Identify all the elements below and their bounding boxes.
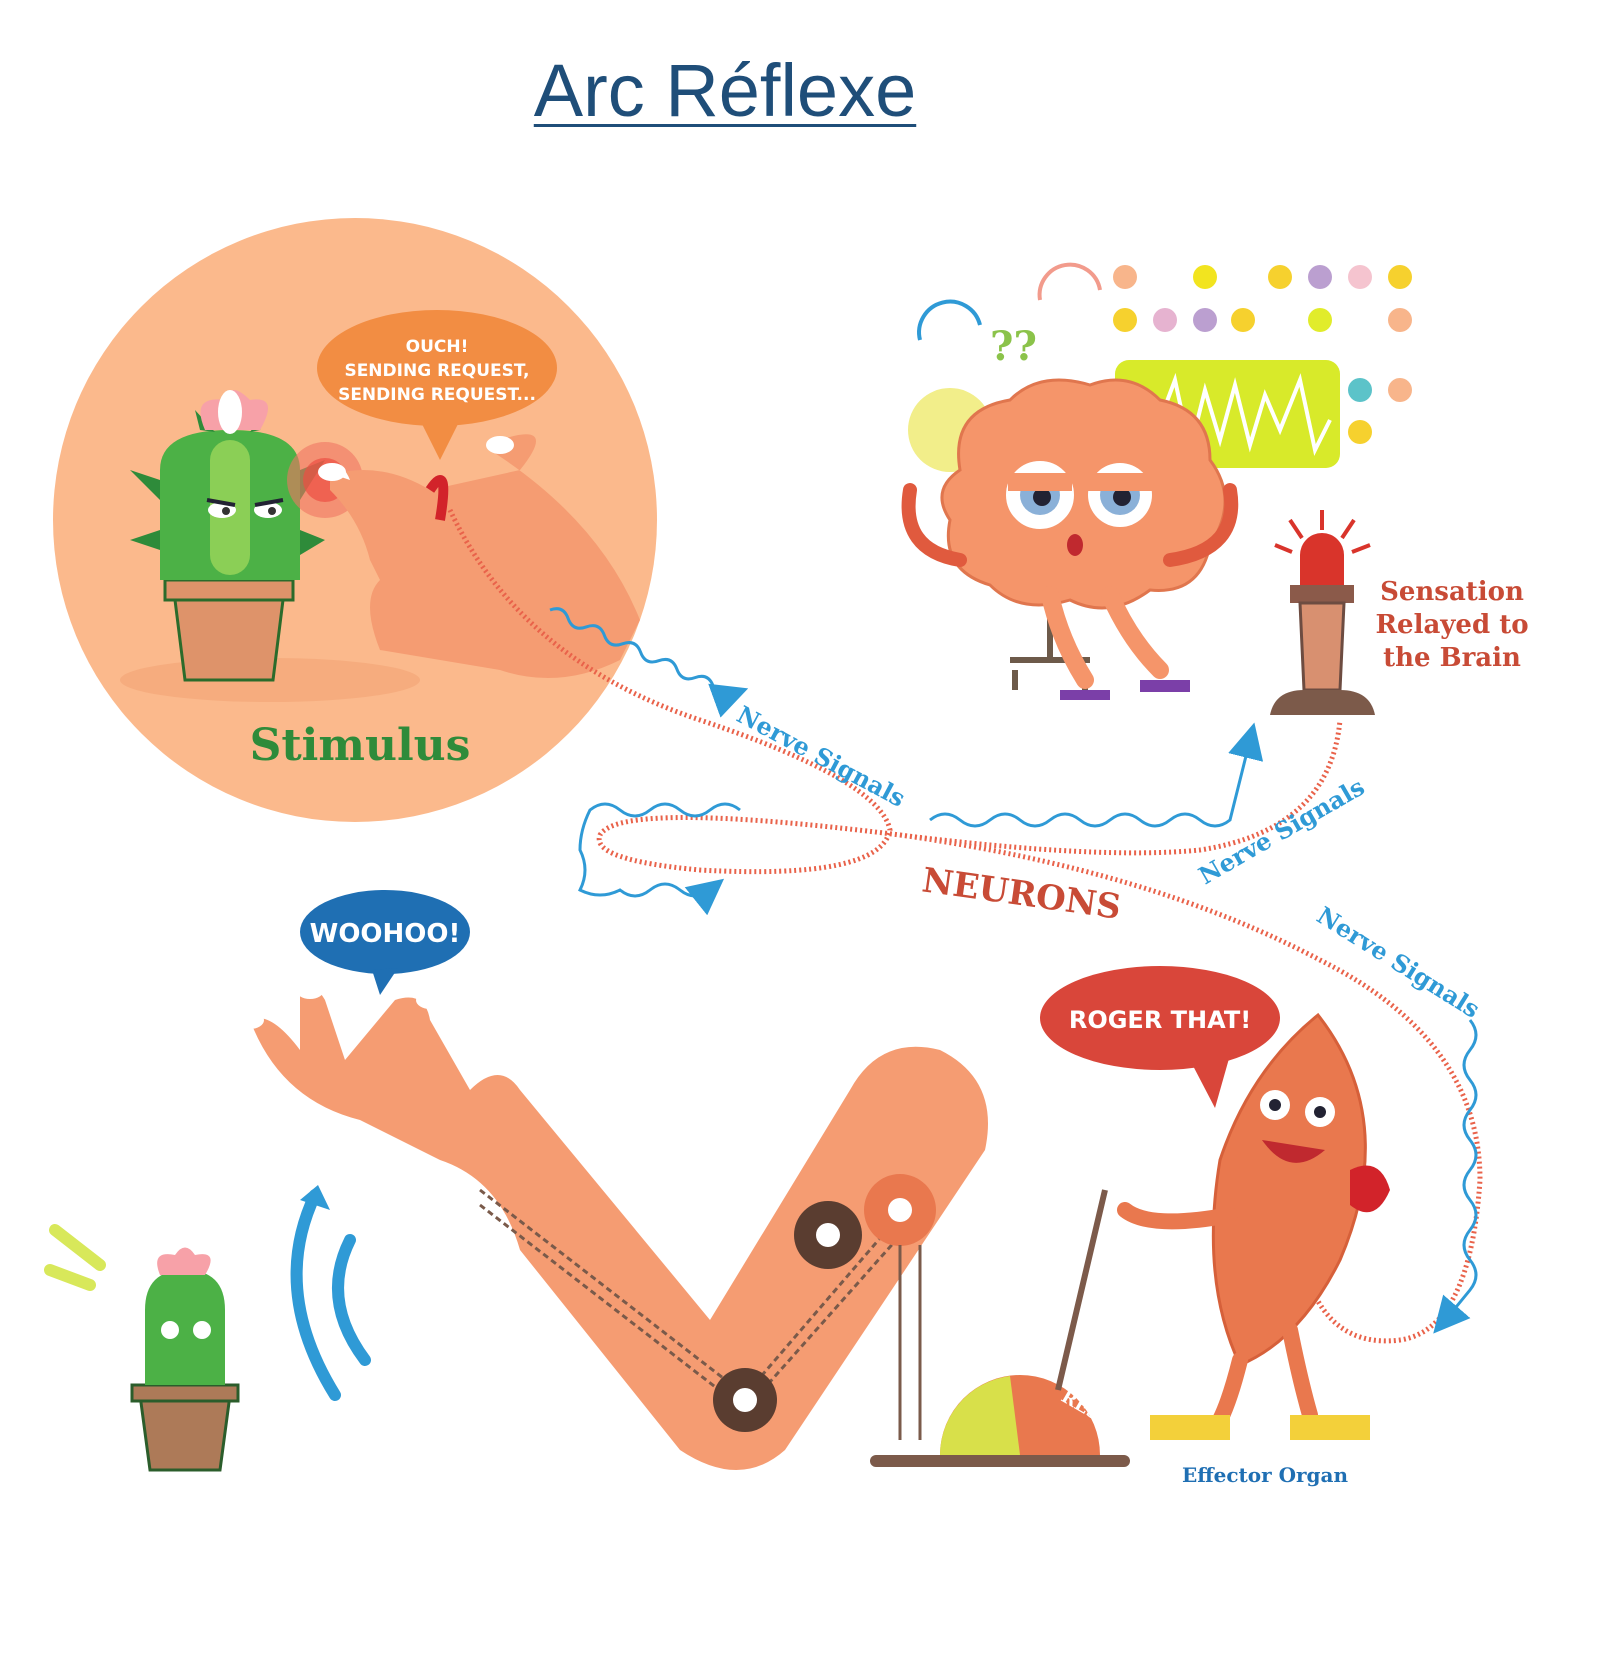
sensation-line-2: Relayed to [1375,610,1528,640]
muscle-character-icon [1117,1012,1390,1440]
arm-icon [236,981,988,1470]
ouch-speech-bubble: OUCH! SENDING REQUEST, SENDING REQUEST..… [317,310,557,460]
neurons-label: NEURONS [920,860,1124,927]
nerve-signals-label-2: Nerve Signals [1194,772,1370,890]
roger-text: ROGER THAT! [1069,1006,1251,1034]
woohoo-text: WOOHOO! [310,919,461,949]
decorative-dots [1113,265,1412,444]
stimulus-scene: OUCH! SENDING REQUEST, SENDING REQUEST..… [53,218,657,822]
ouch-line-3: SENDING REQUEST... [338,385,536,405]
touching-hand-icon [318,434,640,678]
ouch-line-1: OUCH! [406,337,469,357]
sensation-line-1: Sensation [1380,577,1524,607]
cactus-icon [130,390,325,682]
brain-scene: ?? [901,262,1529,715]
sensation-line-3: the Brain [1383,643,1521,673]
small-cactus-icon [44,1224,240,1472]
nerve-signals-label-3: Nerve Signals [1312,900,1485,1023]
ouch-line-2: SENDING REQUEST, [344,361,529,381]
nerve-signals-label-1: Nerve Signals [732,700,910,813]
response-scene: WOOHOO! [44,890,1390,1487]
stimulus-label: Stimulus [250,720,471,771]
effector-organ-label: Effector Organ [1182,1463,1349,1487]
alarm-light-icon [1270,510,1375,715]
brain-character-icon [901,378,1239,700]
page-title: Arc Réflexe [533,49,917,132]
roger-speech-bubble: ROGER THAT! [1040,966,1280,1108]
woohoo-speech-bubble: WOOHOO! [300,890,470,995]
question-marks-icon: ?? [990,323,1037,370]
